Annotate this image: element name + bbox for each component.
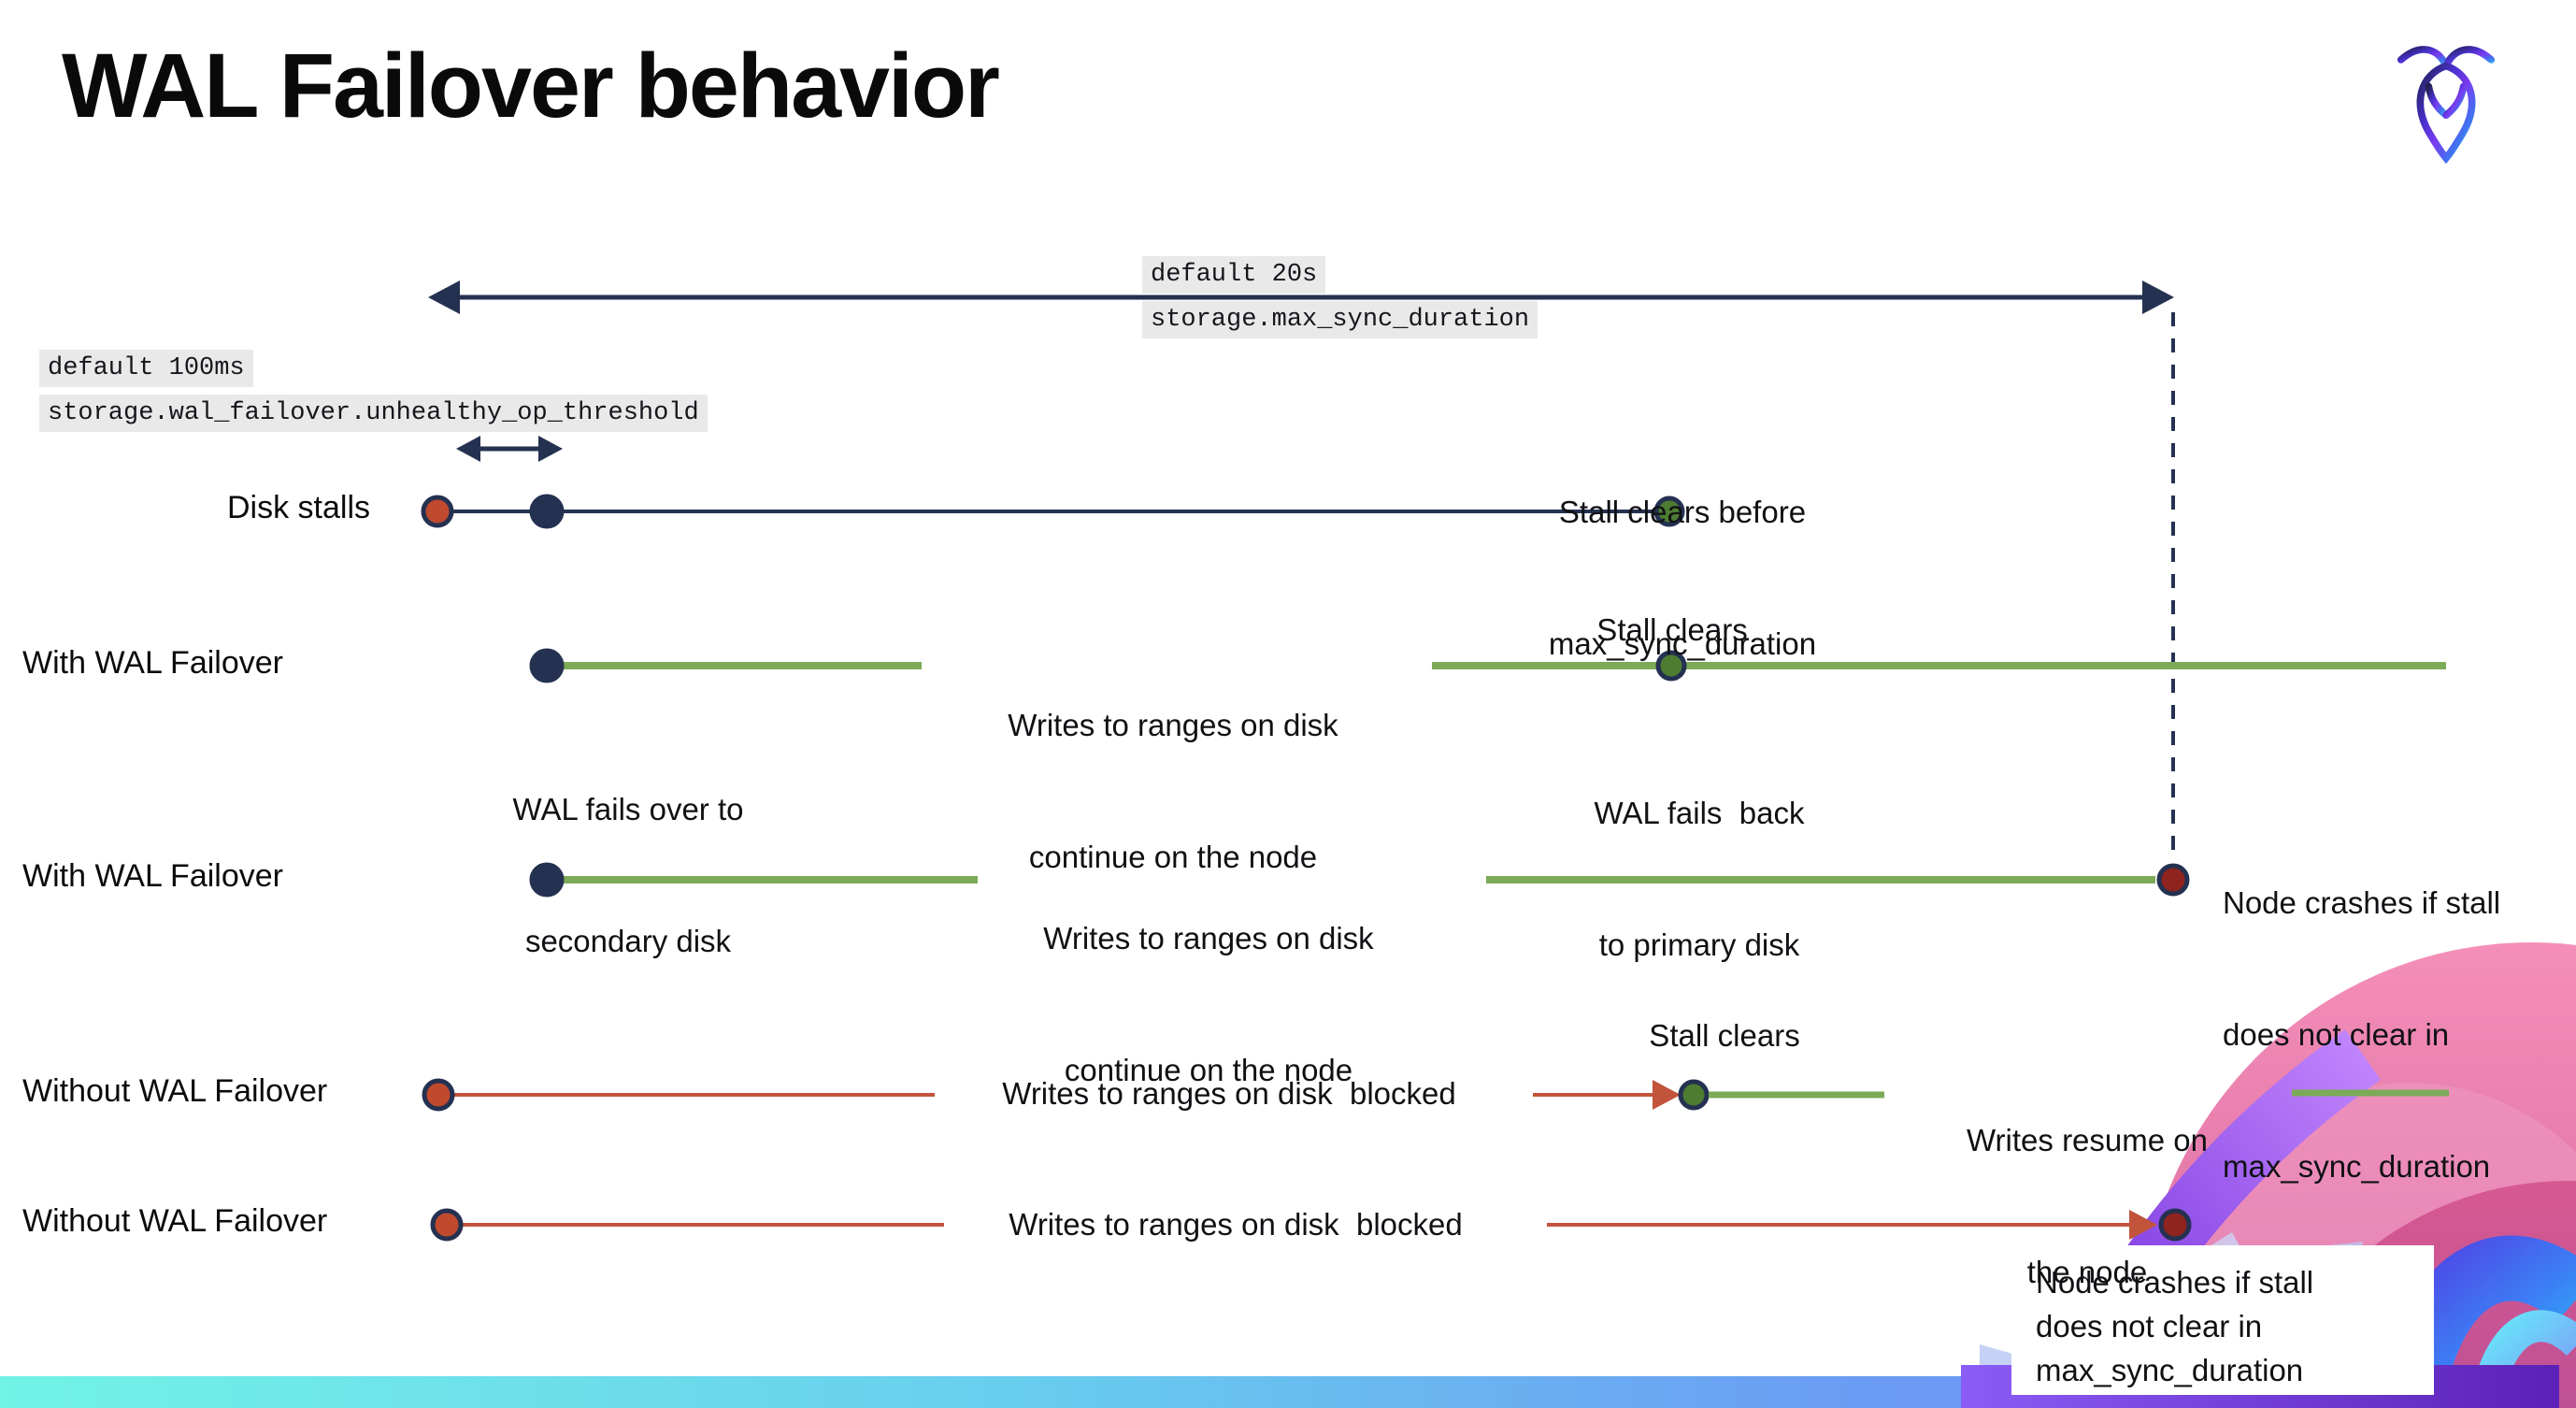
row2-failover-dot [529, 648, 565, 683]
cockroachdb-logo-icon [2393, 39, 2499, 166]
annotation-wal-fails-over: WAL fails over to secondary disk [512, 792, 744, 958]
unhealthy-op-threshold-arrow [456, 436, 563, 462]
row-label-with-wal-failover-2: With WAL Failover [22, 858, 283, 894]
annotation-writes-continue-2: Writes to ranges on disk continue on the… [1043, 921, 1374, 1087]
row1-threshold-dot [529, 494, 565, 529]
row3-crash-dot [2156, 863, 2190, 897]
row4-red-arrowhead [1653, 1080, 1681, 1110]
setting-default-value: default 20s [1142, 256, 1326, 294]
row1-stall-start-dot [421, 495, 454, 528]
annotation-writes-blocked-1: Writes to ranges on disk blocked [1002, 1076, 1456, 1111]
row5-stall-start-dot [430, 1208, 464, 1242]
setting-default-value: default 100ms [39, 350, 253, 387]
annotation-stall-clears-2: Stall clears [1649, 1018, 1800, 1053]
annotation-wal-fails-back: WAL fails back to primary disk [1594, 796, 1805, 962]
annotation-stall-clears-1: Stall clears [1596, 612, 1748, 647]
annotation-node-crashes-2: Node crashes if stall does not clear in … [2011, 1245, 2434, 1395]
annotation-node-crashes-1: Node crashes if stall does not clear in … [2223, 885, 2501, 1184]
annotation-writes-resume: Writes resume on the node [1967, 1123, 2208, 1289]
setting-max-sync-duration: default 20s storage.max_sync_duration [1142, 256, 1538, 346]
row-label-disk-stalls: Disk stalls [227, 490, 371, 525]
row-label-without-wal-failover-2: Without WAL Failover [22, 1203, 328, 1239]
row4-stall-start-dot [422, 1078, 455, 1112]
row4-stall-clears-dot [1678, 1079, 1710, 1111]
row-label-with-wal-failover-1: With WAL Failover [22, 645, 283, 681]
setting-name: storage.wal_failover.unhealthy_op_thresh… [39, 395, 708, 432]
setting-unhealthy-op-threshold: default 100ms storage.wal_failover.unhea… [39, 350, 708, 439]
annotation-writes-continue-1: Writes to ranges on disk continue on the… [1008, 708, 1338, 874]
annotation-stall-clears-before: Stall clears before max_sync_duration [1548, 495, 1817, 661]
annotation-writes-blocked-2: Writes to ranges on disk blocked [1009, 1207, 1463, 1242]
row-label-without-wal-failover-1: Without WAL Failover [22, 1073, 328, 1109]
setting-name: storage.max_sync_duration [1142, 301, 1538, 338]
page-title: WAL Failover behavior [62, 35, 1000, 136]
